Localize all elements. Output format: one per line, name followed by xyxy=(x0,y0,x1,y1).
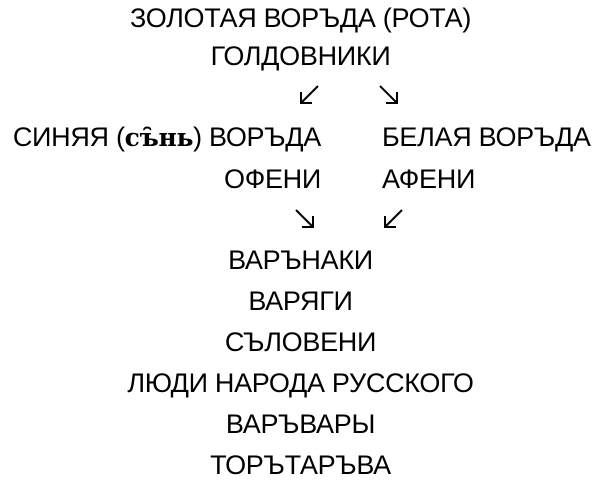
list-item-varyagi: ВАРЯГИ xyxy=(248,286,353,316)
arrow-down-right-icon xyxy=(376,82,402,108)
list-item-tortarva: ТОРЪТАРЪВА xyxy=(210,450,391,480)
list-item-varnaki: ВАРЪНАКИ xyxy=(228,245,373,275)
left-branch-prefix: СИНЯЯ ( xyxy=(12,122,125,152)
title-golden-horde: ЗОЛОТАЯ ВОРЪДА (РОТА) xyxy=(129,3,472,33)
left-branch-special: съ̑нь xyxy=(124,123,194,152)
arrow-down-left-icon xyxy=(296,82,322,108)
arrow-down-right-icon xyxy=(292,206,318,232)
left-branch-name: СИНЯЯ (съ̑нь) ВОРЪДА xyxy=(13,121,321,154)
left-branch-people: ОФЕНИ xyxy=(224,164,321,194)
right-branch-name: БЕЛАЯ ВОРЪДА xyxy=(382,122,591,152)
list-item-people-russian: ЛЮДИ НАРОДА РУССКОГО xyxy=(127,368,474,398)
arrow-down-left-icon xyxy=(380,206,406,232)
subtitle-goldovniki: ГОЛДОВНИКИ xyxy=(210,41,391,71)
list-item-varvary: ВАРЪВАРЫ xyxy=(225,409,376,439)
right-branch-people: АФЕНИ xyxy=(382,164,476,194)
list-item-slovene: СЪЛОВЕНИ xyxy=(224,327,377,357)
left-branch-suffix: ) ВОРЪДА xyxy=(193,122,321,152)
